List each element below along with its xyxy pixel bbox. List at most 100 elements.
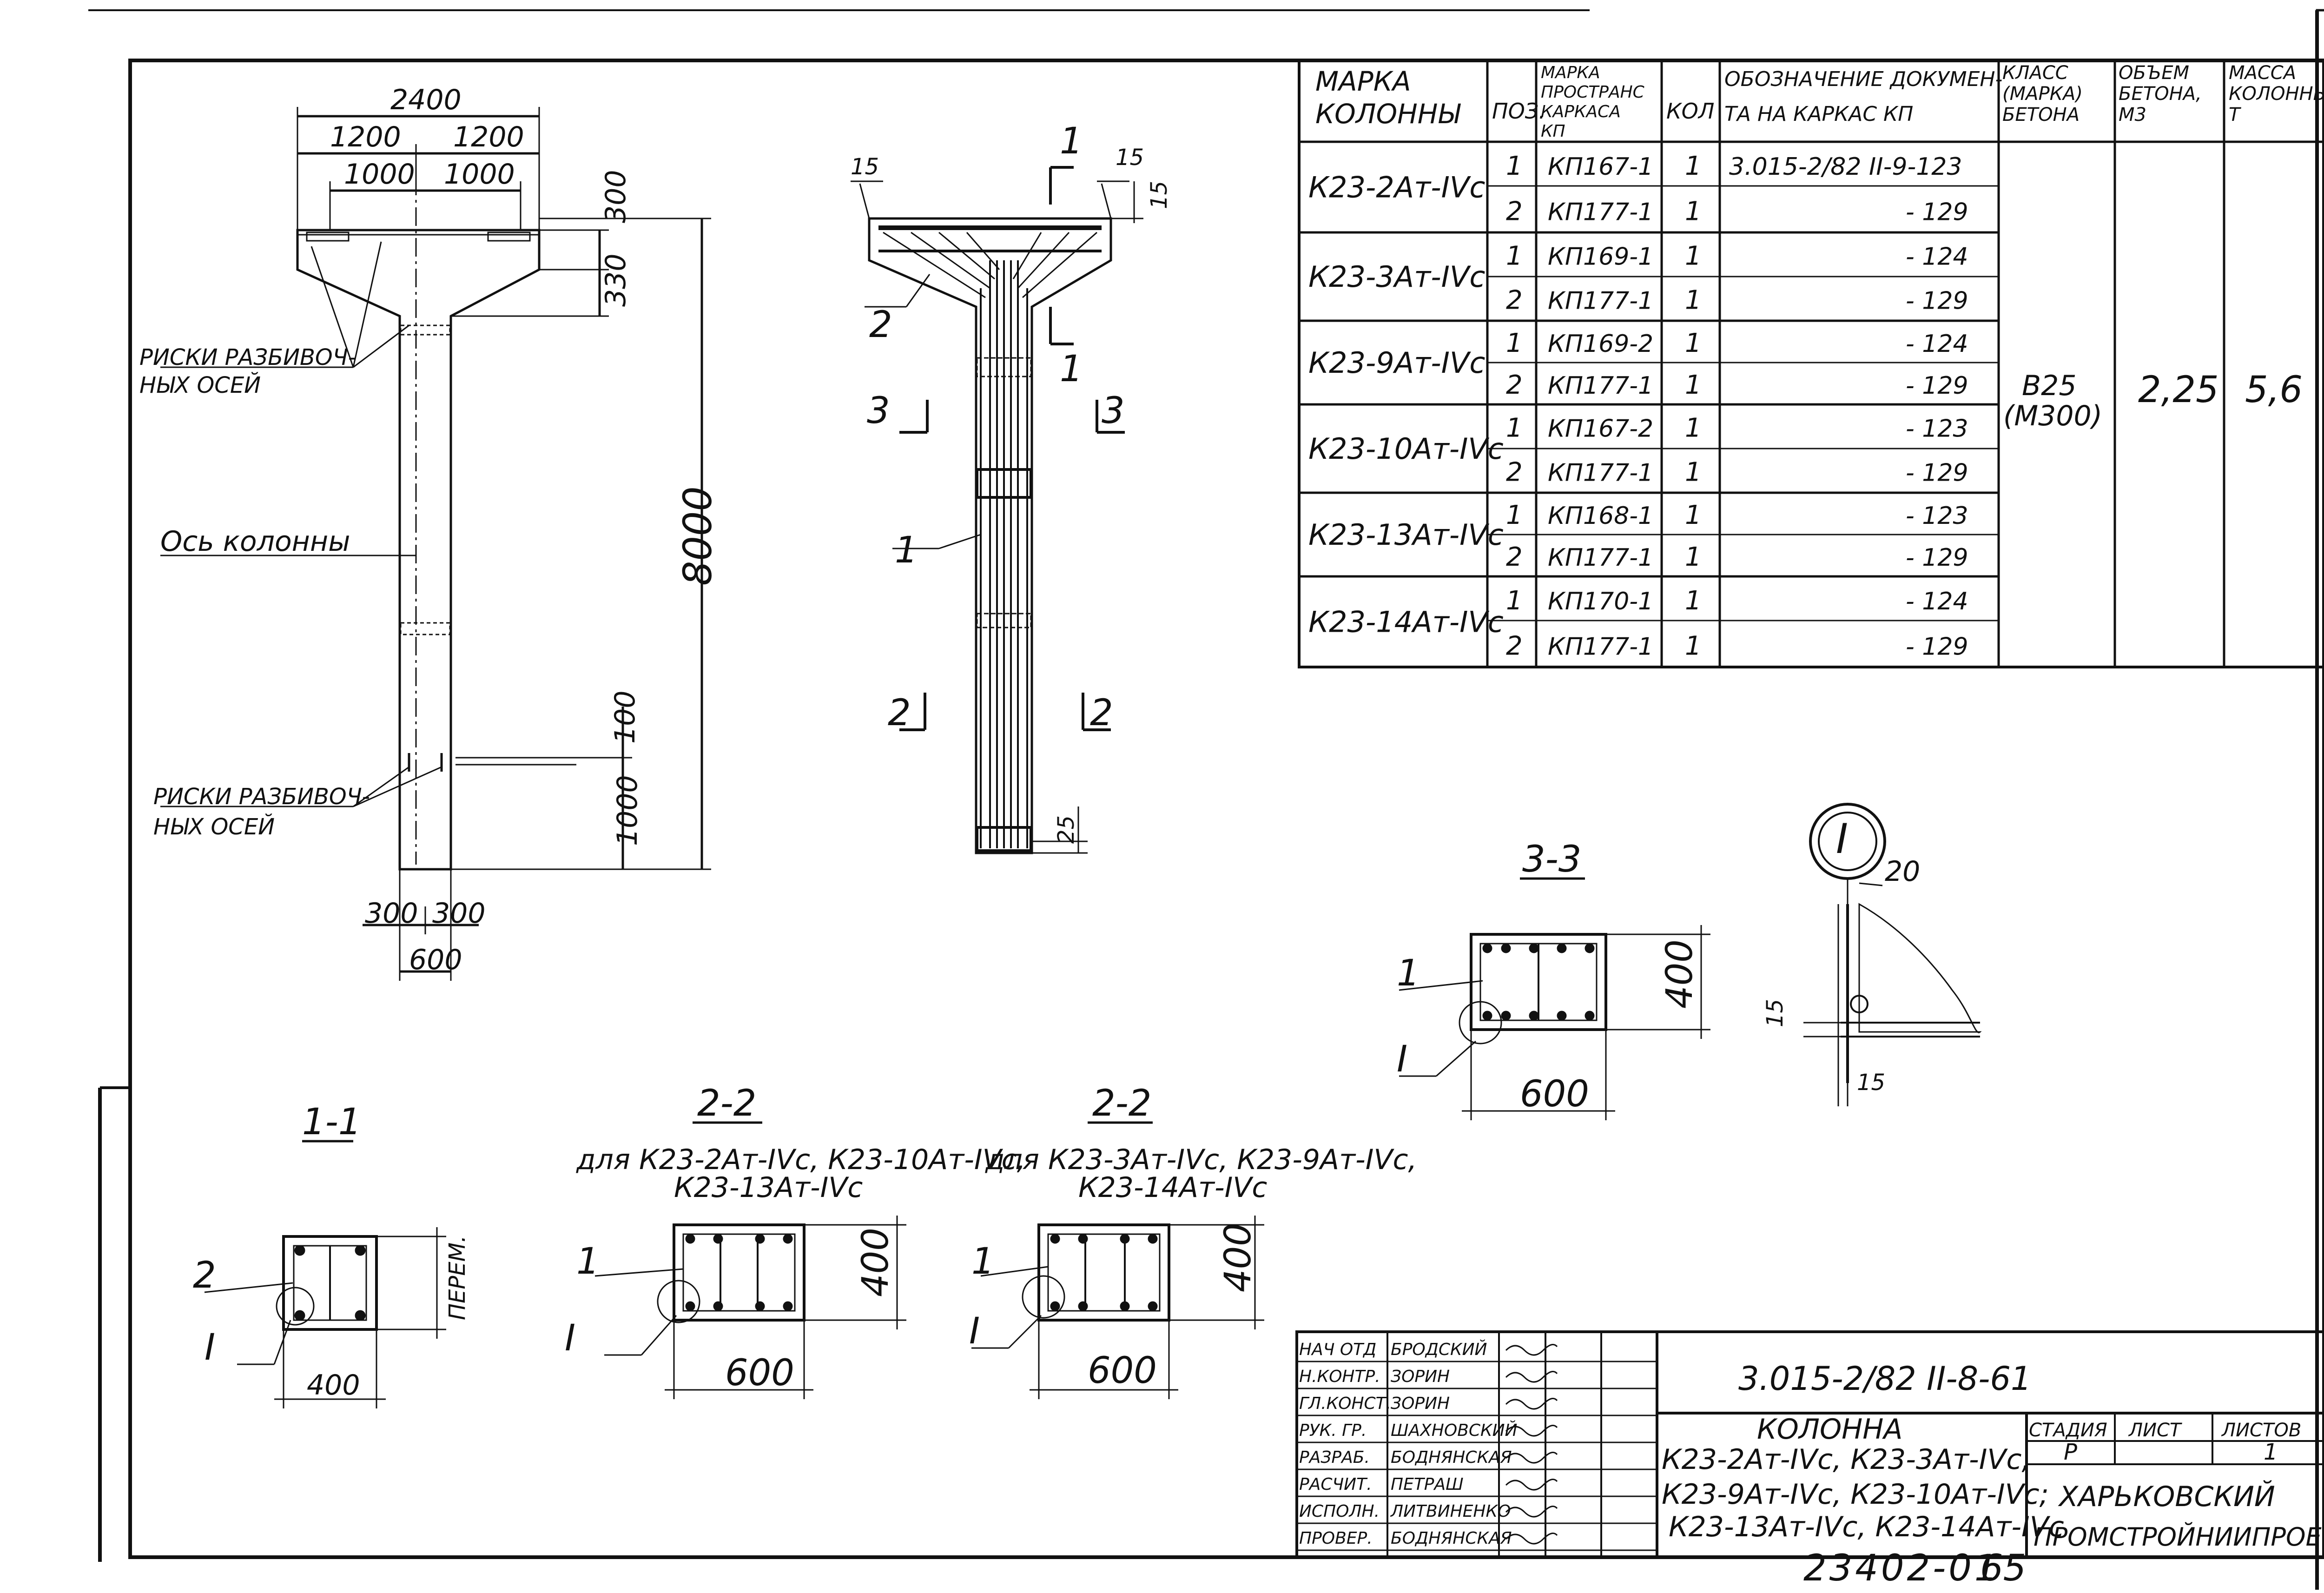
table-cage-mark: КП177-1	[1548, 459, 1653, 487]
header-qty: КОЛ	[1666, 99, 1714, 124]
signature-mark	[1505, 1452, 1558, 1464]
section-2-2b-pos: 1	[971, 1241, 995, 1282]
header-mass: МАССА	[2229, 62, 2296, 84]
section-2-2a-width: 600	[725, 1352, 794, 1394]
rebar-dim-15-right: 15	[1116, 145, 1144, 171]
detail-node	[1803, 803, 1982, 1106]
title-role: ПРОВЕР.	[1299, 1529, 1373, 1548]
table-pos: 2	[1506, 196, 1523, 226]
dim-300-left: 300	[365, 897, 418, 930]
label-marks-bottom-2: НЫХ ОСЕЙ	[153, 813, 275, 840]
table-cage-mark: КП170-1	[1548, 588, 1653, 615]
header-cage: КАРКАСА	[1541, 102, 1621, 121]
detail-label: I	[1836, 815, 1848, 863]
section-2-2b-width: 600	[1088, 1350, 1157, 1392]
stage-label: СТАДИЯ	[2029, 1420, 2107, 1441]
title-person-name: БОДНЯНСКАЯ	[1391, 1448, 1512, 1467]
table-pos: 2	[1506, 631, 1523, 661]
table-column-mark: К23-13Ат-IVс	[1308, 518, 1504, 552]
table-cage-mark: КП177-1	[1548, 633, 1653, 661]
rebar-pos-1: 1	[895, 529, 918, 571]
title-person-name: ЗОРИН	[1391, 1394, 1450, 1413]
header-mark: КОЛОННЫ	[1315, 98, 1461, 130]
header-mark: МАРКА	[1315, 66, 1411, 97]
section-2-2a-node: I	[565, 1317, 575, 1359]
header-class: БЕТОНА	[2002, 104, 2080, 126]
table-cage-mark: КП177-1	[1548, 287, 1653, 315]
table-qty: 1	[1685, 196, 1702, 226]
section-1-1-title: 1-1	[302, 1101, 361, 1143]
title-block	[1295, 1330, 2324, 1559]
table-doc-ref: - 129	[1906, 287, 1968, 315]
item-line-2: К23-9Ат-IVс, К23-10Ат-IVс;	[1662, 1478, 2049, 1511]
dim-330: 330	[600, 253, 632, 307]
table-qty: 1	[1685, 457, 1702, 488]
spec-table	[1298, 59, 2324, 668]
table-pos: 2	[1506, 457, 1523, 488]
document-code: 3.015-2/82 II-8-61	[1738, 1360, 2032, 1398]
label-marks-top-1: РИСКИ РАЗБИВОЧ-	[139, 344, 356, 370]
dim-8000: 8000	[675, 486, 720, 586]
signature-mark	[1505, 1506, 1558, 1518]
dim-2400: 2400	[390, 84, 462, 116]
org-line-2: ПРОМСТРОЙНИИПРОЕКТ	[2034, 1522, 2324, 1552]
title-role: ГЛ.КОНСТ.	[1299, 1394, 1391, 1413]
header-class: (МАРКА)	[2002, 83, 2083, 105]
section-2-2b-node: I	[969, 1310, 980, 1352]
label-marks-bottom-1: РИСКИ РАЗБИВОЧ-	[153, 784, 370, 810]
section-3-3-height: 400	[1659, 939, 1701, 1009]
dim-100: 100	[609, 690, 641, 744]
table-pos: 2	[1506, 542, 1523, 572]
title-role: Н.КОНТР.	[1299, 1367, 1380, 1386]
table-qty: 1	[1685, 500, 1702, 530]
label-column-axis: Ось колонны	[160, 525, 350, 558]
section-3-3-node: I	[1397, 1038, 1407, 1080]
dim-1200-right: 1200	[453, 121, 524, 153]
table-pos: 1	[1506, 586, 1523, 616]
cut-1-bottom: 1	[1060, 348, 1083, 390]
cut-3-right: 3	[1102, 390, 1125, 432]
table-cage-mark: КП177-1	[1548, 544, 1653, 572]
table-doc-ref: - 129	[1906, 544, 1968, 572]
title-role: НАЧ ОТД	[1299, 1340, 1376, 1359]
section-2-2b-height: 400	[1217, 1223, 1259, 1292]
archive-number: 23402-01	[1803, 1547, 2000, 1589]
table-pos: 1	[1506, 328, 1523, 358]
signature-mark	[1505, 1398, 1558, 1410]
table-doc-ref: 3.015-2/82 II-9-123	[1729, 153, 1962, 181]
signature-mark	[1505, 1371, 1558, 1383]
section-2-2b-note-1: для К23-3Ат-IVс, К23-9Ат-IVс,	[985, 1144, 1417, 1176]
section-2-2-a	[594, 1121, 906, 1399]
table-pos: 1	[1506, 413, 1523, 443]
header-volume: ОБЪЕМ	[2119, 62, 2189, 84]
table-doc-ref: - 123	[1906, 502, 1968, 530]
detail-dim-20: 20	[1885, 855, 1920, 888]
table-column-mark: К23-10Ат-IVс	[1308, 432, 1504, 466]
item-title: КОЛОННА	[1757, 1413, 1902, 1446]
cut-2-left: 2	[888, 692, 911, 734]
table-cage-mark: КП167-2	[1548, 415, 1653, 443]
cut-1-top: 1	[1060, 120, 1083, 162]
label-marks-top-2: НЫХ ОСЕЙ	[139, 372, 261, 398]
section-2-2a-note-2: К23-13Ат-IVс	[674, 1171, 863, 1204]
rebar-dim-15-side: 15	[1146, 181, 1172, 209]
detail-dim-15-b: 15	[1857, 1070, 1885, 1096]
dim-600: 600	[409, 944, 462, 976]
section-2-2a-note-1: для К23-2Ат-IVс, К23-10Ат-IVс,	[576, 1144, 1026, 1176]
table-doc-ref: - 124	[1906, 588, 1968, 615]
dim-1200-left: 1200	[330, 121, 401, 153]
section-1-1-node: I	[205, 1327, 215, 1368]
table-qty: 1	[1685, 413, 1702, 443]
table-doc-ref: - 124	[1906, 330, 1968, 358]
header-cage: МАРКА	[1541, 63, 1600, 82]
table-cage-mark: КП169-2	[1548, 330, 1653, 358]
table-doc-ref: - 129	[1906, 459, 1968, 487]
table-cage-mark: КП167-1	[1548, 153, 1653, 181]
table-qty: 1	[1685, 586, 1702, 616]
title-person-name: ЛИТВИНЕНКО	[1390, 1502, 1511, 1521]
table-qty: 1	[1685, 542, 1702, 572]
item-line-1: К23-2Ат-IVс, К23-3Ат-IVс,	[1662, 1443, 2031, 1476]
dim-1000-right: 1000	[444, 158, 515, 191]
cut-3-left: 3	[867, 390, 890, 432]
table-pos: 1	[1506, 241, 1523, 271]
